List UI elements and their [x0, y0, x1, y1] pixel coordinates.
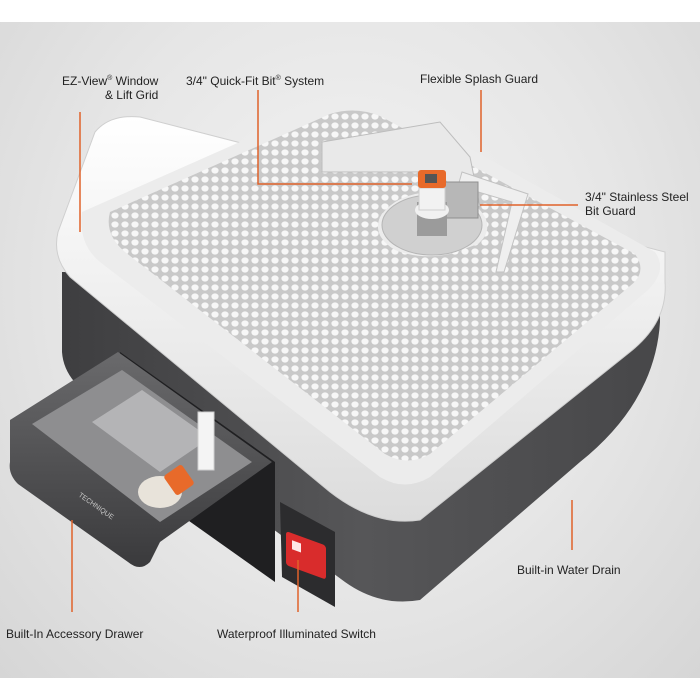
product-diagram: TECHNIQUE EZ-View® Window & Lift Grid 3/…	[0, 22, 700, 678]
callout-label-accessory-drawer: Built-In Accessory Drawer	[6, 627, 144, 641]
quick-fit-text: 3/4" Quick-Fit Bit	[186, 74, 276, 88]
ez-view-line2: & Lift Grid	[104, 88, 159, 102]
accessory-bit-cap	[164, 465, 194, 495]
bit-cap-slot	[425, 174, 437, 183]
callout-label-splash-guard: Flexible Splash Guard	[420, 72, 539, 86]
grinder-illustration: TECHNIQUE	[9, 90, 666, 612]
registered-mark: ®	[107, 75, 113, 82]
quick-fit-text-rest: System	[280, 74, 325, 88]
bit-core	[418, 187, 446, 211]
callout-label-switch: Waterproof Illuminated Switch	[217, 627, 376, 641]
callout-label-quick-fit: 3/4" Quick-Fit Bit® System	[186, 72, 324, 88]
callout-label-ez-view: EZ-View® Window & Lift Grid	[62, 72, 158, 102]
registered-mark: ®	[275, 75, 281, 82]
ez-view-text: EZ-View	[62, 74, 108, 88]
callout-line-quick-fit	[257, 90, 412, 185]
switch-indicator	[292, 540, 301, 553]
stainless-line2: Bit Guard	[585, 204, 636, 218]
accessory-brush	[197, 411, 215, 471]
stainless-line1: 3/4" Stainless Steel	[585, 190, 689, 204]
callout-label-stainless-guard: 3/4" Stainless Steel Bit Guard	[585, 190, 689, 218]
ez-view-text-rest: Window	[112, 74, 159, 88]
callout-label-water-drain: Built-in Water Drain	[517, 563, 621, 577]
callout-lines	[71, 90, 578, 612]
drawer-compartment	[92, 390, 210, 472]
